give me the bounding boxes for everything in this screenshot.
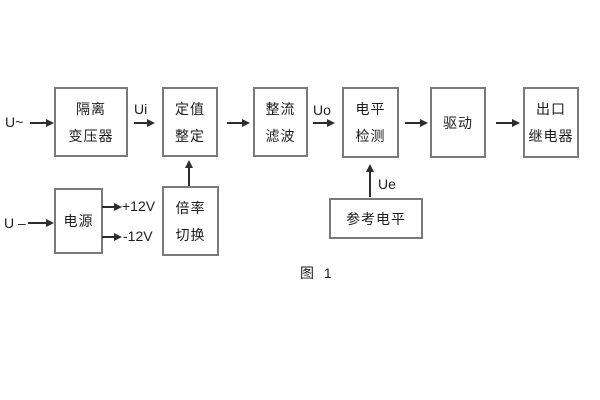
block-reference-level: 参考电平 (329, 198, 423, 239)
block-label: 参考电平 (346, 210, 406, 227)
block-label: 切换 (175, 226, 206, 243)
label-uo-signal: Uo (313, 102, 331, 118)
arrow-setting-to-rectifier (227, 119, 250, 127)
block-label: 变压器 (68, 127, 114, 144)
block-label: 倍率 (175, 199, 206, 216)
block-driver: 驱动 (430, 87, 486, 158)
block-label: 整定 (175, 127, 205, 144)
arrow-ratio-switch-to-setting (185, 160, 193, 186)
arrow-level-to-driver (405, 119, 428, 127)
label-plus-12v: +12V (122, 198, 156, 214)
label-ue-signal: Ue (378, 176, 396, 192)
block-label: 继电器 (528, 128, 574, 144)
label-ui-signal: Ui (134, 101, 148, 117)
label-input-dc-voltage: U – (4, 215, 26, 231)
figure-caption: 图 1 (300, 265, 335, 281)
block-output-relay: 出口 继电器 (523, 87, 579, 158)
block-label: 驱动 (443, 114, 473, 131)
block-label: 电平 (355, 101, 386, 117)
block-label: 检测 (355, 128, 386, 144)
arrow-isolation-to-setting (134, 119, 155, 127)
block-label: 滤波 (265, 127, 296, 144)
block-rectifier-filter: 整流 滤波 (253, 87, 308, 157)
block-power-supply: 电源 (54, 188, 103, 254)
block-label: 出口 (536, 101, 566, 117)
block-level-detect: 电平 检测 (342, 87, 399, 158)
arrow-driver-to-relay (496, 119, 520, 127)
block-label: 电源 (63, 213, 94, 229)
block-label: 定值 (175, 100, 205, 117)
block-setting-adjust: 定值 整定 (162, 87, 218, 157)
arrow-rectifier-to-level (313, 119, 335, 127)
block-label: 隔离 (76, 100, 106, 117)
arrow-power-plus12v-output (102, 203, 122, 211)
label-input-ac-voltage: U~ (5, 114, 24, 130)
arrow-reference-to-level-detect (366, 164, 374, 197)
arrow-power-minus12v-output (102, 233, 122, 241)
label-minus-12v: -12V (123, 228, 153, 244)
block-isolation-transformer: 隔离 变压器 (54, 87, 128, 157)
block-label: 整流 (265, 100, 296, 117)
arrow-ac-input-to-isolation (30, 119, 54, 127)
arrow-dc-input-to-power (28, 219, 54, 227)
block-ratio-switch: 倍率 切换 (162, 186, 219, 256)
